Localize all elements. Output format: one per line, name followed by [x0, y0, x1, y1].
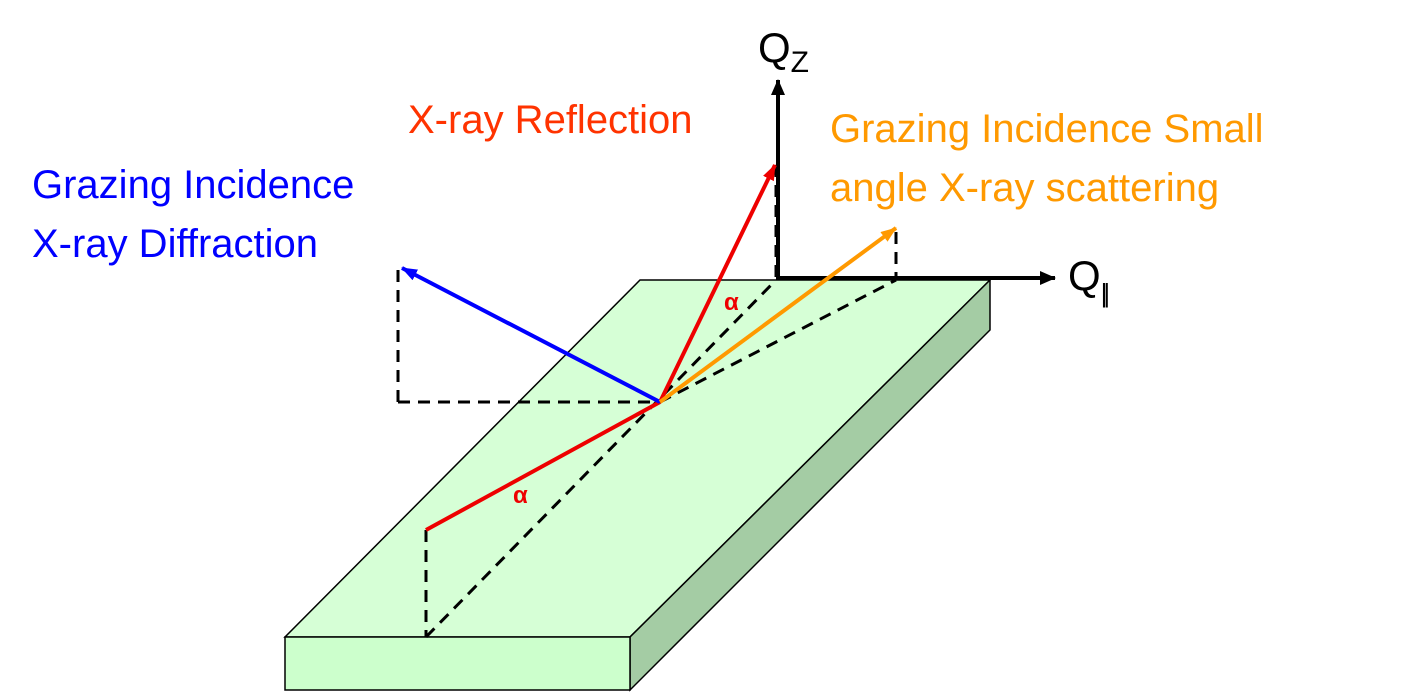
qz-label-sub: Z	[791, 46, 809, 79]
slab-front-face	[284, 636, 631, 691]
surface-projection-line	[424, 278, 778, 639]
labels: Grazing Incidence X-ray Diffraction X-ra…	[32, 24, 1264, 509]
gisaxs-beam	[658, 226, 898, 404]
gisaxs-label-line1: Grazing Incidence Small	[830, 107, 1264, 151]
qpar-label-main: Q	[1068, 252, 1101, 299]
reflected-beam	[658, 164, 777, 403]
gid-label-line1: Grazing Incidence	[32, 163, 354, 207]
axes	[771, 79, 1056, 285]
gid-label-line2: X-ray Diffraction	[32, 222, 318, 266]
qz-label: QZ	[758, 24, 809, 79]
alpha-reflected-label: α	[724, 289, 739, 316]
gisaxs-label-line2: angle X-ray scattering	[830, 166, 1219, 210]
qz-label-main: Q	[758, 24, 791, 71]
slab-top-face	[283, 279, 992, 638]
sample-slab	[283, 278, 992, 692]
gid-beam	[401, 266, 661, 404]
qpar-label: Q||	[1068, 252, 1108, 308]
beams	[401, 164, 898, 532]
xrr-label: X-ray Reflection	[408, 98, 693, 142]
gisaxs-projection-line	[659, 278, 897, 404]
incident-beam	[425, 400, 661, 532]
qpar-label-sub: ||	[1101, 278, 1109, 308]
alpha-incident-label: α	[513, 482, 528, 509]
